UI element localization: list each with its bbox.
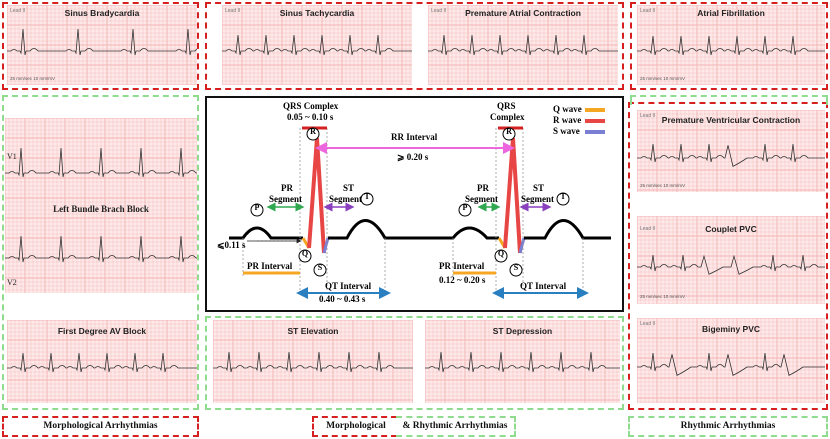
panel-title: Left Bundle Brach Block <box>53 204 149 214</box>
panel-sinus-bradycardia: Sinus Bradycardia Lead II 25 mm/sec 10 m… <box>7 5 197 85</box>
q-wave-marker-left: Q <box>301 249 309 258</box>
legend-mixed-green-box <box>396 416 516 437</box>
qt-interval-label-right: QT Interval <box>520 281 567 291</box>
p-wave-marker-right: P <box>462 203 468 212</box>
legend-s-wave: S wave <box>553 126 580 136</box>
st-t-left <box>328 219 445 240</box>
qrs-complex-label-left: QRS Complex <box>283 101 339 111</box>
qrs-complex-label-right-1: QRS <box>497 101 516 111</box>
t-wave-marker-left: T <box>364 192 370 201</box>
panel-atrial-fibrillation: Atrial Fibrillation Lead II 25 mm/sec 10… <box>637 5 825 85</box>
t-wave-marker-right: T <box>560 192 566 201</box>
lead-label: Lead II <box>431 8 447 14</box>
rhythmic-frame-right-outer <box>630 95 828 105</box>
panel-title: First Degree AV Block <box>57 326 147 336</box>
p-wave-marker-left: P <box>254 203 260 212</box>
st-segment-label-right-1: ST <box>533 183 545 193</box>
panel-title: ST Depression <box>492 326 553 336</box>
r-wave-right <box>503 137 522 254</box>
lead-label: Lead II <box>640 321 656 327</box>
panel-st-elevation: ST Elevation <box>213 320 413 403</box>
morphological-frame-top <box>2 2 199 90</box>
panel-premature-ventricular-contraction: Premature Ventricular Contraction Lead I… <box>637 110 825 192</box>
ecg-wave-svg <box>229 108 611 299</box>
pr-interval-label-left: PR Interval <box>247 261 293 271</box>
st-t-right <box>524 219 611 240</box>
lead-label: Lead II <box>640 226 656 232</box>
rr-interval-label: RR Interval <box>391 132 438 142</box>
panel-title: Couplet PVC <box>705 224 757 234</box>
morphological-frame-left <box>2 95 199 410</box>
qrs-complex-label-right-2: Complex <box>490 112 525 122</box>
s-wave-marker-right: S <box>513 263 519 272</box>
pr-interval-range: 0.12 ~ 0.20 s <box>439 275 486 285</box>
mixed-frame-bottom <box>205 316 624 410</box>
lead-label-v1: V1 <box>7 152 17 161</box>
r-wave-left <box>307 137 326 254</box>
legend-rhythmic-box <box>628 416 828 437</box>
speed-label: 25 mm/sec 10 mm/mV <box>640 294 686 299</box>
panel-left-bundle-branch-block: Left Bundle Brach Block V1 V2 <box>5 118 197 293</box>
legend-r-wave: R wave <box>553 115 582 125</box>
panel-premature-atrial-contraction: Premature Atrial Contraction Lead II <box>428 5 618 85</box>
panel-couplet-pvc: Couplet PVC Lead II 25 mm/sec 10 mm/mV <box>637 216 825 304</box>
rhythmic-frame-right <box>628 102 828 410</box>
panel-title: Premature Ventricular Contraction <box>661 115 801 125</box>
s-wave-marker-left: S <box>317 263 323 272</box>
baseline-left <box>229 226 303 240</box>
pr-segment-label-right-1: PR <box>477 183 489 193</box>
st-segment-label-left-1: ST <box>343 183 355 193</box>
panel-sinus-tachycardia: Sinus Tachycardia Lead II <box>222 5 412 85</box>
qt-range-label: 0.40 ~ 0.43 s <box>319 294 366 304</box>
q-wave-marker-right: Q <box>497 249 505 258</box>
qt-interval-label-left: QT Interval <box>325 281 372 291</box>
panel-title: ST Elevation <box>287 326 339 336</box>
rhythmic-frame-top <box>630 2 828 90</box>
lead-label: Lead II <box>225 8 241 14</box>
legend-rhythmic-label: Rhythmic Arrhythmias <box>680 421 776 431</box>
pr-segment-label-right-2: Segment <box>465 194 498 204</box>
panel-st-depression: ST Depression <box>425 320 620 403</box>
panel-title: Atrial Fibrillation <box>697 8 765 18</box>
r-wave-marker-right: R <box>506 127 512 136</box>
baseline-right <box>445 226 499 240</box>
lead-label: Lead II <box>10 8 26 14</box>
speed-label: 25 mm/sec 10 mm/mV <box>640 76 686 81</box>
panel-title: Bigeminy PVC <box>701 324 761 334</box>
pr-interval-label-right: PR Interval <box>439 261 485 271</box>
st-segment-label-right-2: Segment <box>521 194 554 204</box>
speed-label: 25 mm/sec 10 mm/mV <box>640 183 686 188</box>
pr-segment-label-left-2: Segment <box>269 194 302 204</box>
legend-q-wave: Q wave <box>553 104 582 114</box>
lead-label: Lead II <box>640 113 656 119</box>
panel-title: Sinus Bradycardia <box>64 8 140 18</box>
panel-title: Sinus Tachycardia <box>279 8 355 18</box>
panel-title: Premature Atrial Contraction <box>465 8 581 18</box>
pr-segment-label-left-1: PR <box>281 183 293 193</box>
legend-mixed-label-a: Morphological <box>326 421 386 431</box>
lead-label: Lead II <box>640 8 656 14</box>
speed-label: 25 mm/sec 10 mm/mV <box>10 76 56 81</box>
r-wave-marker-left: R <box>310 127 316 136</box>
legend-mixed-label-b: & Rhythmic Arrhythmias <box>402 421 508 431</box>
panel-first-degree-av-block: First Degree AV Block <box>7 320 197 403</box>
legend-mixed-red-box <box>312 416 397 437</box>
legend-morphological-label: Morphological Arrhythmias <box>43 421 158 431</box>
st-segment-label-left-2: Segment <box>329 194 362 204</box>
panel-bigeminy-pvc: Bigeminy PVC Lead II <box>637 318 825 403</box>
mixed-frame-top <box>205 2 624 90</box>
legend-morphological-box <box>2 416 199 437</box>
rr-interval-value: ⩾ 0.20 s <box>397 152 429 162</box>
ecg-wave-diagram: P R Q S T P R Q S T QRS Complex 0.05 ~ 0… <box>205 96 624 312</box>
qrs-duration-label: 0.05 ~ 0.10 s <box>287 112 334 122</box>
lead-label-v2: V2 <box>7 278 17 287</box>
p-wave-duration-label: ⩽0.11 s <box>217 240 246 250</box>
